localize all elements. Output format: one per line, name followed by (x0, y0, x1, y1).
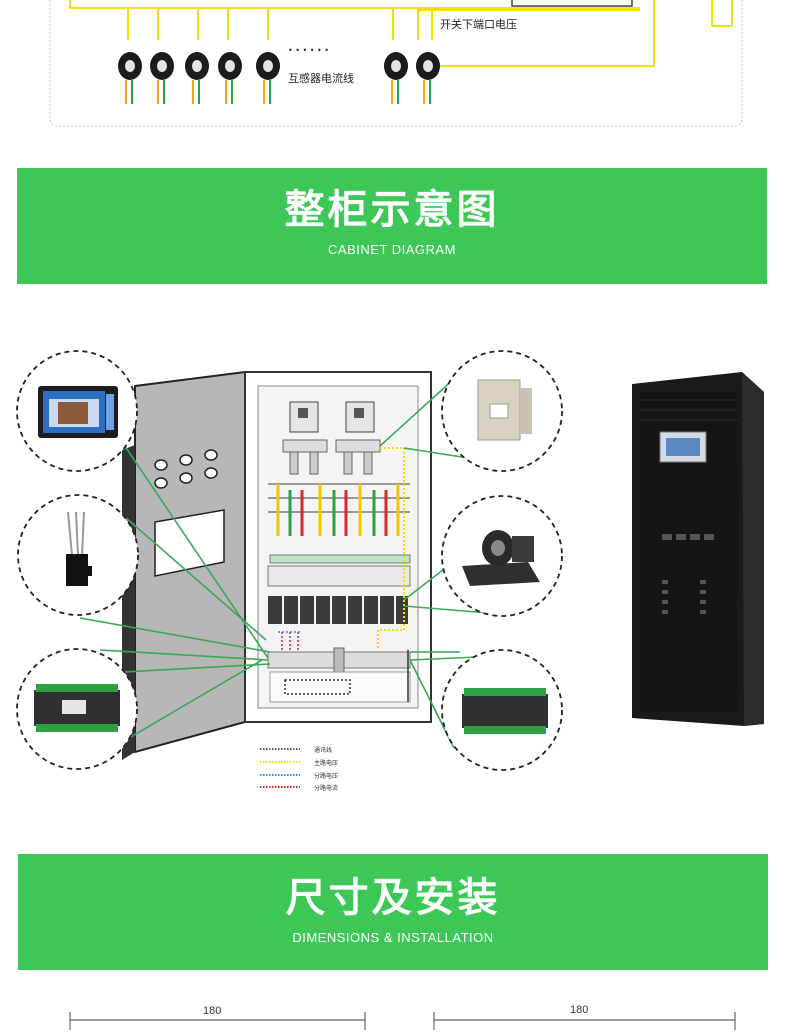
dimension-drawing: 180 180 (0, 1000, 790, 1030)
cabinet-svg (16, 350, 764, 788)
switch-voltage-label: 开关下端口电压 (440, 18, 517, 31)
dimensions-title-cn: 尺寸及安装 (285, 875, 501, 921)
ct-wire-label: 互感器电流线 (288, 72, 354, 85)
cabinet-title-cn: 整柜示意图 (284, 187, 500, 233)
callout-display (16, 350, 138, 472)
top-wiring-diagram: 开关下端口电压 • • • • • • 互感器电流线 (0, 0, 790, 140)
ct-dots: • • • • • • (288, 46, 330, 55)
cabinet-door (122, 370, 246, 760)
callout-ct-square (441, 350, 563, 472)
callout-module-left (16, 648, 138, 770)
cabinet-title-en: CABINET DIAGRAM (328, 242, 456, 257)
callout-module-right (441, 649, 563, 771)
legend-lines (260, 748, 300, 788)
dimension-left-width: 180 (203, 1005, 222, 1017)
cabinet-illustration: 通讯线 主路电压 分路电压 分路电流 (0, 290, 790, 830)
cabinet-diagram-banner: 整柜示意图 CABINET DIAGRAM (17, 168, 767, 284)
legend-label-main-voltage: 主路电压 (314, 760, 339, 767)
dimensions-banner: 尺寸及安装 DIMENSIONS & INSTALLATION (18, 854, 768, 970)
dimension-right-width: 180 (570, 1004, 589, 1016)
dimensions-title-en: DIMENSIONS & INSTALLATION (292, 930, 494, 945)
cabinet-photo (632, 372, 764, 726)
callout-connector (17, 494, 139, 616)
ct-row (118, 52, 440, 104)
legend-label-branch-voltage: 分路电压 (314, 773, 339, 780)
legend-label-comm: 通讯线 (314, 747, 333, 754)
top-wiring-svg (49, 0, 743, 127)
cabinet-body (244, 371, 432, 723)
legend-label-branch-current: 分路电流 (314, 785, 339, 792)
callout-ct-round (441, 495, 563, 617)
dimension-svg (69, 1012, 736, 1030)
